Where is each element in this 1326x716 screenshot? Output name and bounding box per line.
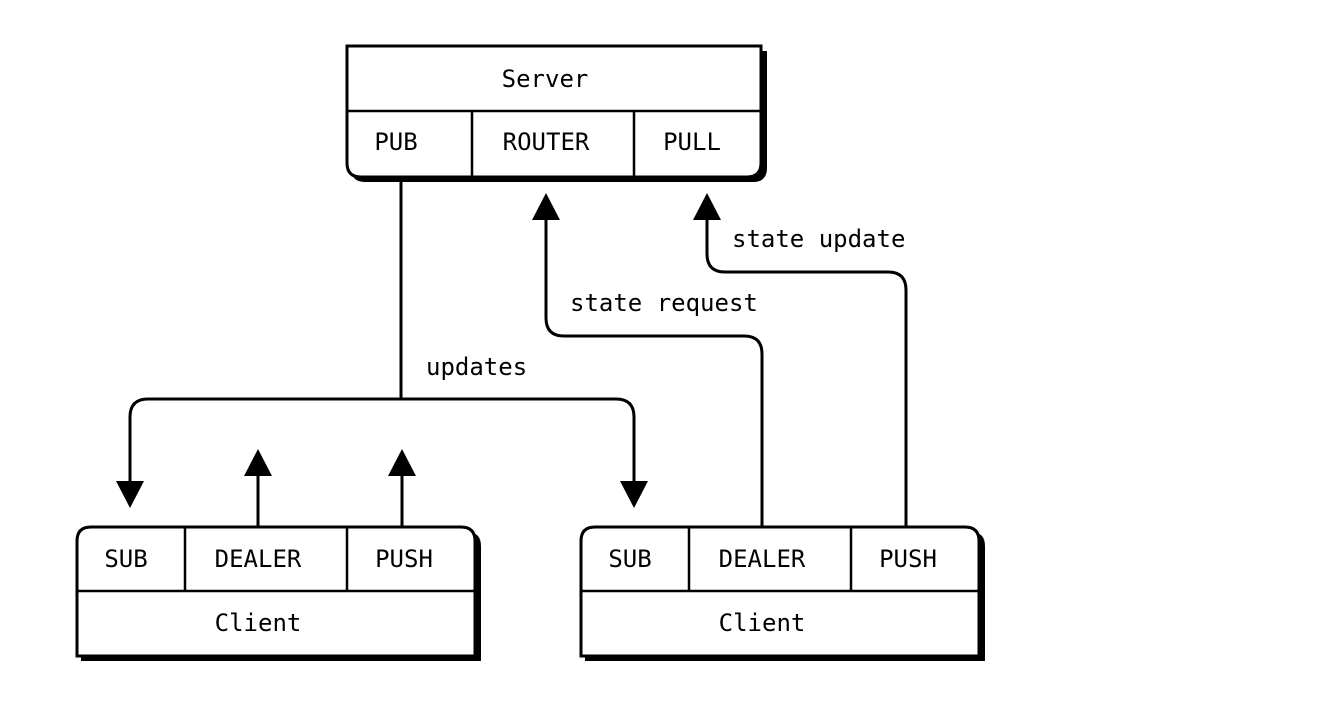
client-left-socket-sub: SUB <box>104 545 147 573</box>
client-box-left: SUB DEALER PUSH Client <box>75 525 481 661</box>
server-socket-pub: PUB <box>374 128 417 156</box>
server-title: Server <box>502 65 589 93</box>
client-left-push-arrow <box>388 449 416 476</box>
client-right-socket-dealer: DEALER <box>719 545 806 573</box>
updates-branch-left <box>128 397 401 482</box>
server-socket-pull: PULL <box>663 128 721 156</box>
updates-branch-right <box>401 397 636 482</box>
state-update-connector: state update <box>693 193 908 527</box>
state-update-wire <box>705 218 908 527</box>
state-request-connector: state request <box>532 193 764 527</box>
state-request-arrow <box>532 193 560 220</box>
client-right-socket-push: PUSH <box>879 545 937 573</box>
client-left-socket-push: PUSH <box>375 545 433 573</box>
state-request-wire <box>544 218 764 527</box>
client-left-dealer-arrow <box>244 449 272 476</box>
state-update-arrow <box>693 193 721 220</box>
client-right-title: Client <box>719 609 806 637</box>
client-left-outbound-arrows <box>244 449 416 527</box>
client-box-right: SUB DEALER PUSH Client <box>579 525 985 661</box>
updates-label: updates <box>426 353 527 381</box>
client-left-socket-dealer: DEALER <box>215 545 302 573</box>
state-update-label: state update <box>732 225 905 253</box>
updates-arrow-left <box>116 481 144 508</box>
state-request-label: state request <box>570 289 758 317</box>
server-socket-router: ROUTER <box>503 128 590 156</box>
client-left-title: Client <box>215 609 302 637</box>
server-box: Server PUB ROUTER PULL <box>345 44 767 182</box>
updates-arrow-right <box>620 481 648 508</box>
updates-connector: updates <box>116 177 648 508</box>
client-right-socket-sub: SUB <box>608 545 651 573</box>
